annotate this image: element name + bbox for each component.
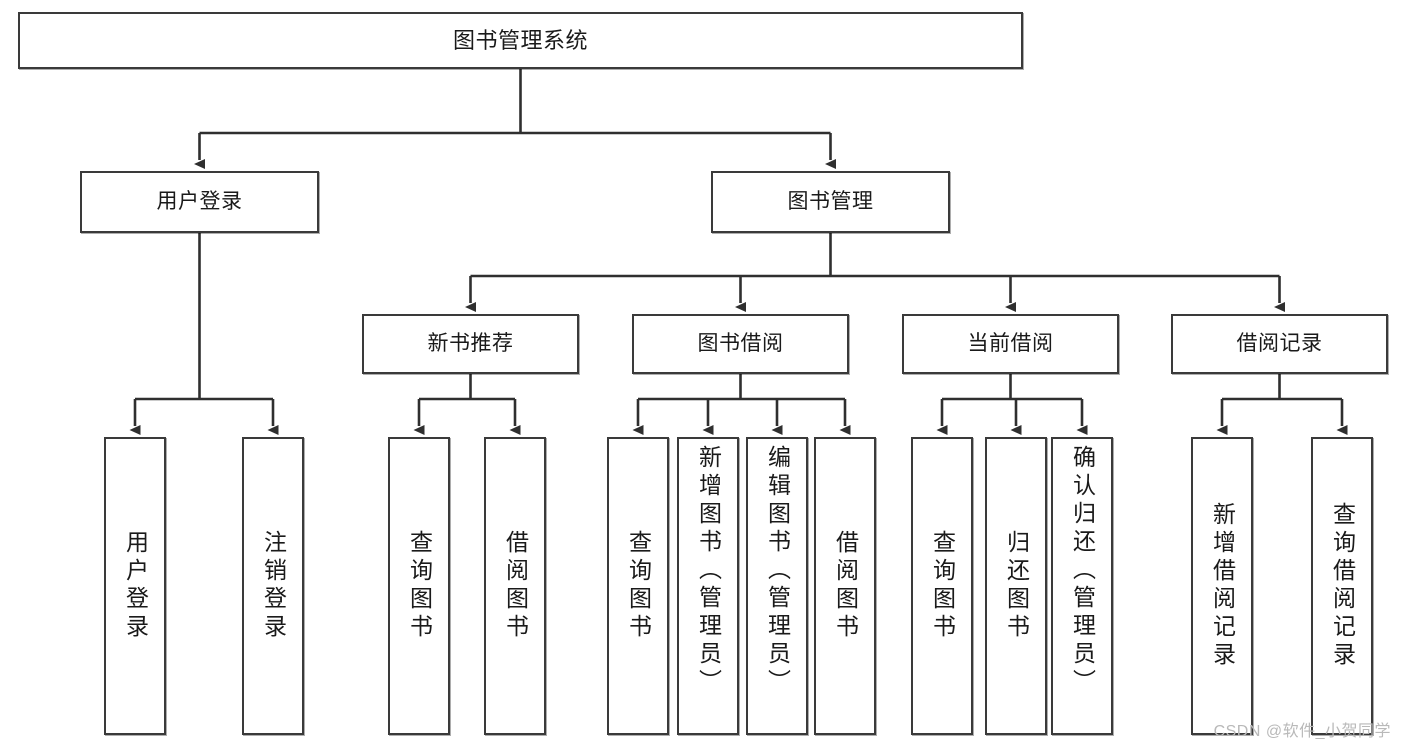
node-label: 查询图书 <box>929 530 956 642</box>
node-label: 当前借阅 <box>967 331 1054 355</box>
node-book-borrow[interactable]: 图书借阅 <box>632 314 849 374</box>
node-leaf-return-book[interactable]: 归还图书 <box>985 437 1047 735</box>
node-borrow-record[interactable]: 借阅记录 <box>1171 314 1388 374</box>
node-label: 新增借阅记录 <box>1209 502 1236 670</box>
node-label: 借阅图书 <box>832 530 859 642</box>
node-label: 新增图书（管理员） <box>695 445 722 697</box>
node-leaf-add-book-admin[interactable]: 新增图书（管理员） <box>677 437 739 735</box>
node-label: 借阅图书 <box>502 530 529 642</box>
node-label: 查询图书 <box>625 530 652 642</box>
node-label: 用户登录 <box>156 189 243 213</box>
node-leaf-borrow-book-recommend[interactable]: 借阅图书 <box>484 437 546 735</box>
node-root[interactable]: 图书管理系统 <box>18 12 1023 69</box>
node-user-login[interactable]: 用户登录 <box>80 171 319 233</box>
node-label: 图书借阅 <box>697 331 784 355</box>
node-label: 图书管理 <box>787 189 874 213</box>
node-label: 确认归还（管理员） <box>1069 445 1096 697</box>
node-leaf-edit-book-admin[interactable]: 编辑图书（管理员） <box>746 437 808 735</box>
node-leaf-add-borrow-record[interactable]: 新增借阅记录 <box>1191 437 1253 735</box>
node-book-management[interactable]: 图书管理 <box>711 171 950 233</box>
node-label: 新书推荐 <box>427 331 514 355</box>
node-label: 查询图书 <box>406 530 433 642</box>
node-leaf-query-book-current[interactable]: 查询图书 <box>911 437 973 735</box>
node-label: 注销登录 <box>260 530 287 642</box>
node-leaf-user-login[interactable]: 用户登录 <box>104 437 166 735</box>
node-new-book-recommend[interactable]: 新书推荐 <box>362 314 579 374</box>
node-label: 归还图书 <box>1003 530 1030 642</box>
node-label: 用户登录 <box>122 530 149 642</box>
node-label: 编辑图书（管理员） <box>764 445 791 697</box>
node-label: 图书管理系统 <box>452 27 588 53</box>
node-leaf-query-book-borrow[interactable]: 查询图书 <box>607 437 669 735</box>
node-leaf-logout[interactable]: 注销登录 <box>242 437 304 735</box>
node-label: 查询借阅记录 <box>1329 502 1356 670</box>
node-leaf-borrow-book[interactable]: 借阅图书 <box>814 437 876 735</box>
node-leaf-query-borrow-record[interactable]: 查询借阅记录 <box>1311 437 1373 735</box>
node-leaf-query-book-recommend[interactable]: 查询图书 <box>388 437 450 735</box>
node-label: 借阅记录 <box>1236 331 1323 355</box>
node-current-borrow[interactable]: 当前借阅 <box>902 314 1119 374</box>
node-leaf-confirm-return-admin[interactable]: 确认归还（管理员） <box>1051 437 1113 735</box>
watermark-label: CSDN @软件_小贺同学 <box>1213 723 1391 740</box>
